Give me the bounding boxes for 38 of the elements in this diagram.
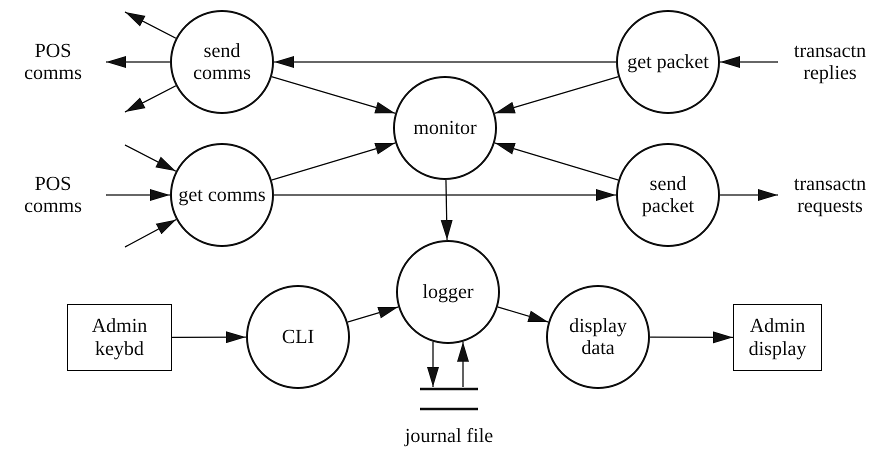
- node-label: CLI: [282, 326, 314, 348]
- arrow: [494, 142, 618, 181]
- flow-label: POS comms: [23, 40, 83, 84]
- flow-label: transactn requests: [792, 172, 868, 218]
- node-label: journal file: [404, 425, 494, 448]
- arrow: [274, 189, 616, 201]
- arrow: [272, 142, 396, 181]
- node-label: Admin keybd: [90, 315, 148, 360]
- arrow: [274, 56, 616, 68]
- arrow: [427, 342, 439, 387]
- node-label: monitor: [413, 116, 477, 140]
- arrow: [498, 306, 548, 323]
- arrow: [124, 11, 176, 39]
- arrow: [720, 189, 778, 201]
- arrow: [172, 331, 246, 344]
- external-entity-box: [733, 304, 822, 371]
- node-label: get comms: [178, 184, 266, 206]
- arrow: [124, 219, 176, 248]
- arrow: [124, 85, 176, 113]
- arrow: [650, 331, 733, 344]
- flow-label: transactn replies: [792, 40, 868, 84]
- arrow: [106, 56, 170, 68]
- arrow: [348, 306, 398, 323]
- node-label: Admin display: [748, 315, 808, 360]
- arrow: [440, 180, 453, 240]
- external-entity-box: [67, 304, 172, 371]
- arrow: [124, 144, 176, 172]
- flow-label: POS comms: [23, 172, 83, 218]
- node-label: display data: [568, 314, 628, 360]
- arrow: [457, 342, 469, 387]
- node-label: send comms: [192, 40, 252, 84]
- node-label: send packet: [640, 172, 696, 218]
- arrow: [494, 76, 618, 114]
- arrow: [106, 189, 170, 201]
- node-label: logger: [422, 280, 474, 304]
- node-label: get packet: [627, 50, 709, 74]
- arrow: [272, 76, 396, 114]
- arrow: [720, 56, 778, 68]
